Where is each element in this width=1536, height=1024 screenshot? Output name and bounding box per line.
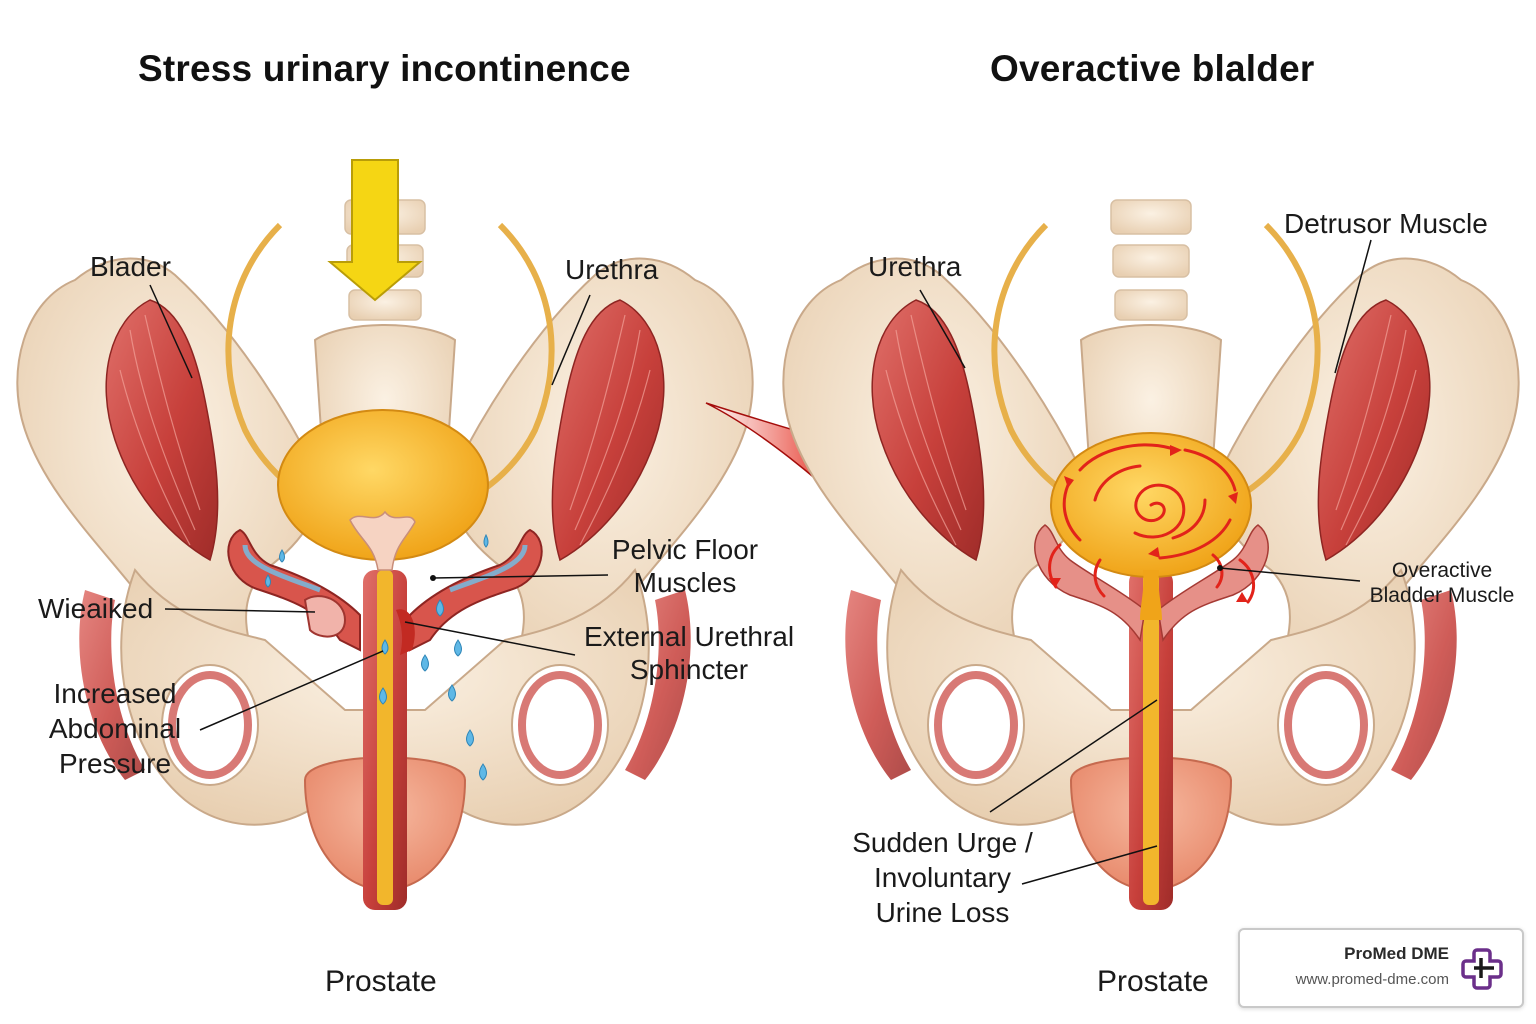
right-panel-title: Overactive blalder	[990, 48, 1315, 89]
label-urge-line2: Involuntary	[874, 862, 1011, 893]
label-sphincter: External Urethral Sphincter	[575, 620, 803, 686]
label-overactive-line1: Overactive	[1391, 559, 1493, 582]
label-urge-line1: Sudden Urge /	[852, 827, 1033, 858]
label-sphincter-line2: Sphincter	[629, 654, 749, 685]
label-urethra-right: Urethra	[868, 251, 962, 282]
left-panel-title: Stress urinary incontinence	[138, 48, 631, 89]
label-pressure-line1: Increased	[53, 678, 177, 709]
label-pressure-line2: Abdominal	[48, 713, 182, 744]
pressure-arrow-icon	[327, 159, 423, 302]
label-weakened: Wieaiked	[38, 593, 154, 624]
label-prostate-left: Prostate	[325, 965, 437, 998]
label-sudden-urge: Sudden Urge / Involuntary Urine Loss	[840, 825, 1045, 930]
label-bladder: Blader	[90, 251, 171, 282]
label-pelvic-floor-line2: Muscles	[633, 567, 737, 598]
label-overactive-muscle: Overactive Bladder Muscle	[1362, 558, 1522, 608]
brand-card[interactable]: ProMed DME www.promed-dme.com	[1238, 928, 1524, 1008]
label-pelvic-floor: Pelvic Floor Muscles	[605, 533, 765, 599]
label-pelvic-floor-line1: Pelvic Floor	[611, 534, 759, 565]
stress-incontinence-illustration	[17, 159, 752, 910]
label-sphincter-line1: External Urethral	[583, 621, 795, 652]
brand-url[interactable]: www.promed-dme.com	[1295, 971, 1449, 988]
label-abdominal-pressure: Increased Abdominal Pressure	[30, 676, 200, 781]
label-overactive-line2: Bladder Muscle	[1369, 584, 1515, 607]
brand-name: ProMed DME	[1344, 944, 1449, 963]
label-urethra-left: Urethra	[565, 254, 659, 285]
urine-droplets-icon	[265, 533, 489, 781]
label-prostate-right: Prostate	[1097, 965, 1209, 998]
label-pressure-line3: Pressure	[58, 748, 172, 779]
label-urge-line3: Urine Loss	[875, 897, 1010, 928]
medical-cross-logo-icon	[1461, 948, 1503, 990]
label-detrusor: Detrusor Muscle	[1284, 208, 1488, 239]
overactive-bladder-illustration	[783, 200, 1518, 910]
